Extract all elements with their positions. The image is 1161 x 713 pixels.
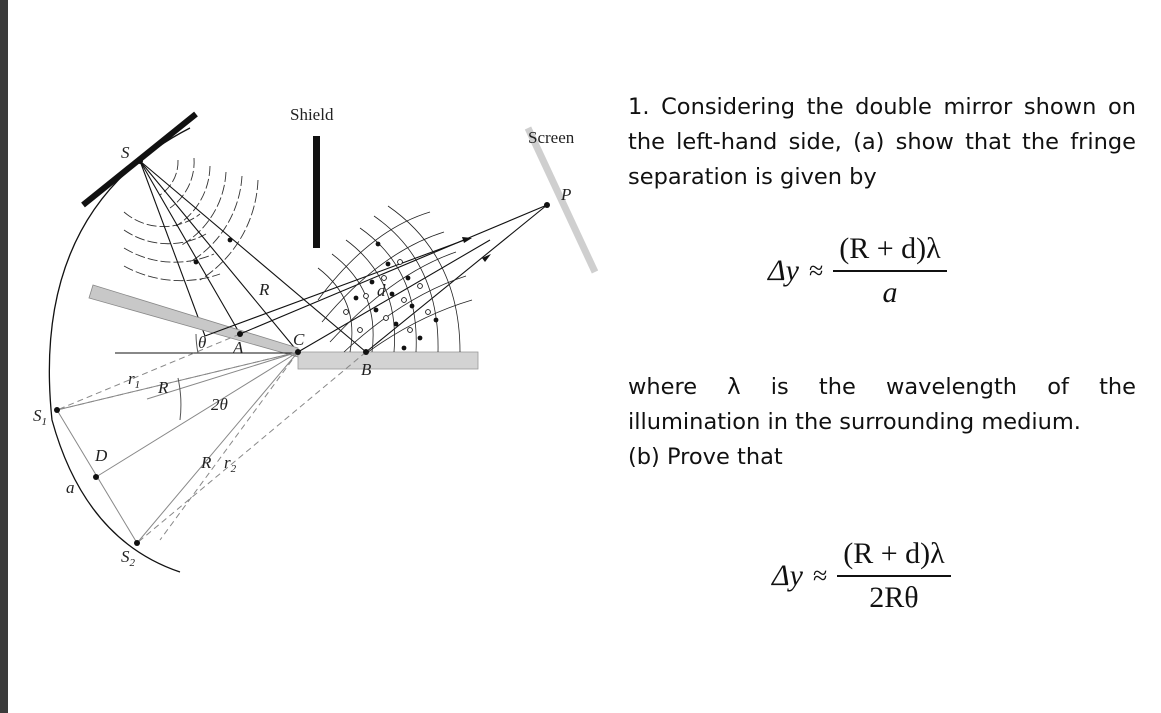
eq2-approx: ≈ xyxy=(812,561,828,590)
double-mirror-diagram: Shield Screen S P R θ A C B d r1 R 2θ S1… xyxy=(33,105,599,573)
ray-arrow xyxy=(482,254,491,262)
eq1-denominator: a xyxy=(882,276,898,309)
label-c-point: C xyxy=(293,330,305,349)
label-d-fringe: d xyxy=(377,281,386,300)
source-circle-arc xyxy=(48,127,191,573)
part-b: (b) Prove that xyxy=(628,444,783,470)
incident-rays xyxy=(139,160,367,353)
problem-intro: 1. Considering the double mirror shown o… xyxy=(628,94,1136,190)
destructive-circles xyxy=(343,259,431,333)
label-r-left: R xyxy=(157,378,169,397)
eq2-denominator: 2Rθ xyxy=(869,581,919,614)
shield xyxy=(313,136,320,248)
interference-region xyxy=(317,205,473,353)
point-p xyxy=(544,202,550,208)
label-s1: S1 xyxy=(33,406,47,428)
screen-label: Screen xyxy=(528,128,575,147)
label-r-lower: R xyxy=(200,453,212,472)
point-s xyxy=(137,158,143,164)
point-a xyxy=(237,331,243,337)
label-s2: S2 xyxy=(121,547,136,569)
label-two-theta: 2θ xyxy=(211,395,228,414)
label-r1: r1 xyxy=(128,369,140,391)
label-a-point: A xyxy=(232,338,244,357)
eq1-numerator: (R + d)λ xyxy=(833,232,947,272)
window-edge-bar xyxy=(0,0,8,713)
ray-dot xyxy=(193,259,199,265)
label-d-point: D xyxy=(94,446,108,465)
eq2-lhs: Δy xyxy=(772,559,803,592)
medium-line: illumination in the surrounding medium. xyxy=(628,409,1081,435)
eq2-numerator: (R + d)λ xyxy=(837,537,951,577)
ray-dot xyxy=(227,237,233,243)
label-a-sep: a xyxy=(66,478,75,497)
eq1-fraction: (R + d)λ a xyxy=(833,232,947,310)
eq1-lhs: Δy xyxy=(768,254,799,287)
points xyxy=(54,158,550,546)
ray-arrow xyxy=(462,237,472,243)
reflected-rays xyxy=(204,204,548,353)
theta-arc xyxy=(195,333,199,354)
point-s1 xyxy=(54,407,60,413)
two-theta-arc xyxy=(177,377,182,421)
label-r-upper: R xyxy=(258,280,270,299)
point-c xyxy=(295,349,301,355)
where-line: where λ is the wavelength of the xyxy=(628,374,1136,400)
eq1-approx: ≈ xyxy=(808,256,824,285)
wavefront-arcs xyxy=(123,157,259,282)
constructive-dots xyxy=(353,241,439,351)
label-theta: θ xyxy=(198,333,206,352)
label-b-point: B xyxy=(361,360,372,379)
label-r2: r2 xyxy=(224,453,237,475)
fringe-equation-a: Δy ≈ (R + d)λ a xyxy=(768,232,947,310)
shield-label: Shield xyxy=(290,105,334,124)
point-d xyxy=(93,474,99,480)
label-s: S xyxy=(121,143,130,162)
second-mirror xyxy=(297,351,479,370)
point-b xyxy=(363,349,369,355)
eq2-fraction: (R + d)λ 2Rθ xyxy=(837,537,951,615)
point-s2 xyxy=(134,540,140,546)
label-p: P xyxy=(560,185,571,204)
fringe-equation-b: Δy ≈ (R + d)λ 2Rθ xyxy=(772,537,951,615)
problem-text: 1. Considering the double mirror shown o… xyxy=(628,90,1136,475)
screen xyxy=(524,126,599,274)
